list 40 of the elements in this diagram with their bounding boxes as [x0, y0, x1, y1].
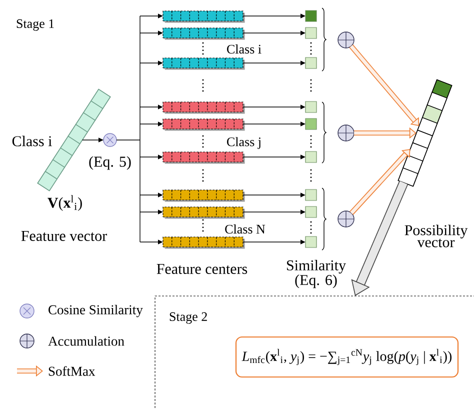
feature-center-bar	[162, 102, 245, 114]
similarity-square	[305, 151, 317, 163]
similarity-square	[305, 236, 317, 248]
softmax-arrow	[350, 149, 410, 215]
block-arrow	[351, 180, 408, 296]
connector-line	[116, 16, 140, 242]
caption: Similarity (Eq. 6)	[287, 260, 346, 288]
feature-center-bar	[162, 152, 245, 164]
feature-center-bar	[162, 236, 245, 249]
class-label: Class i	[12, 136, 52, 146]
feature-center-bar	[162, 28, 245, 40]
feature-center-bar	[162, 10, 245, 23]
accumulation-symbol	[338, 210, 354, 228]
vector-label: Possibility vector	[404, 224, 468, 248]
class-label: Class j	[227, 137, 260, 149]
equation-reference: (Eq. 5)	[89, 156, 131, 170]
legend-label: Accumulation	[48, 336, 124, 346]
feature-center-bar	[162, 206, 245, 219]
similarity-square	[305, 189, 317, 201]
similarity-square	[305, 206, 317, 218]
feature-center-bar	[162, 58, 245, 70]
vector-formula: V(x$^{l}$$_{i}$)	[48, 195, 82, 211]
feature-center-bar	[162, 118, 245, 131]
vector-label: Feature vector	[21, 231, 107, 241]
similarity-square	[305, 27, 317, 39]
cosine-similarity-symbol	[103, 133, 117, 147]
feature-center-bar	[162, 190, 245, 202]
accumulation-symbol	[338, 124, 354, 142]
accumulation-symbol	[338, 32, 354, 48]
class-label: Class i	[227, 44, 262, 54]
similarity-square	[305, 10, 317, 22]
similarity-square	[305, 57, 317, 69]
similarity-square	[305, 118, 317, 130]
legend-label: Cosine Similarity	[48, 304, 143, 318]
formula-box: L$_{mfc}$(x$^{l}$$_{i}$, y$_{j}$) = −∑$_{j=1}$$^{cN}$y$_{j}$ log(p(y$_{j}$ | x$^{l}$$_{i}$))	[235, 336, 459, 378]
similarity-square	[305, 101, 317, 113]
legend-label: SoftMax	[48, 366, 96, 376]
stage-label: Stage 1	[16, 19, 54, 31]
class-label: Class N	[225, 224, 266, 234]
caption: Feature centers	[156, 264, 248, 274]
